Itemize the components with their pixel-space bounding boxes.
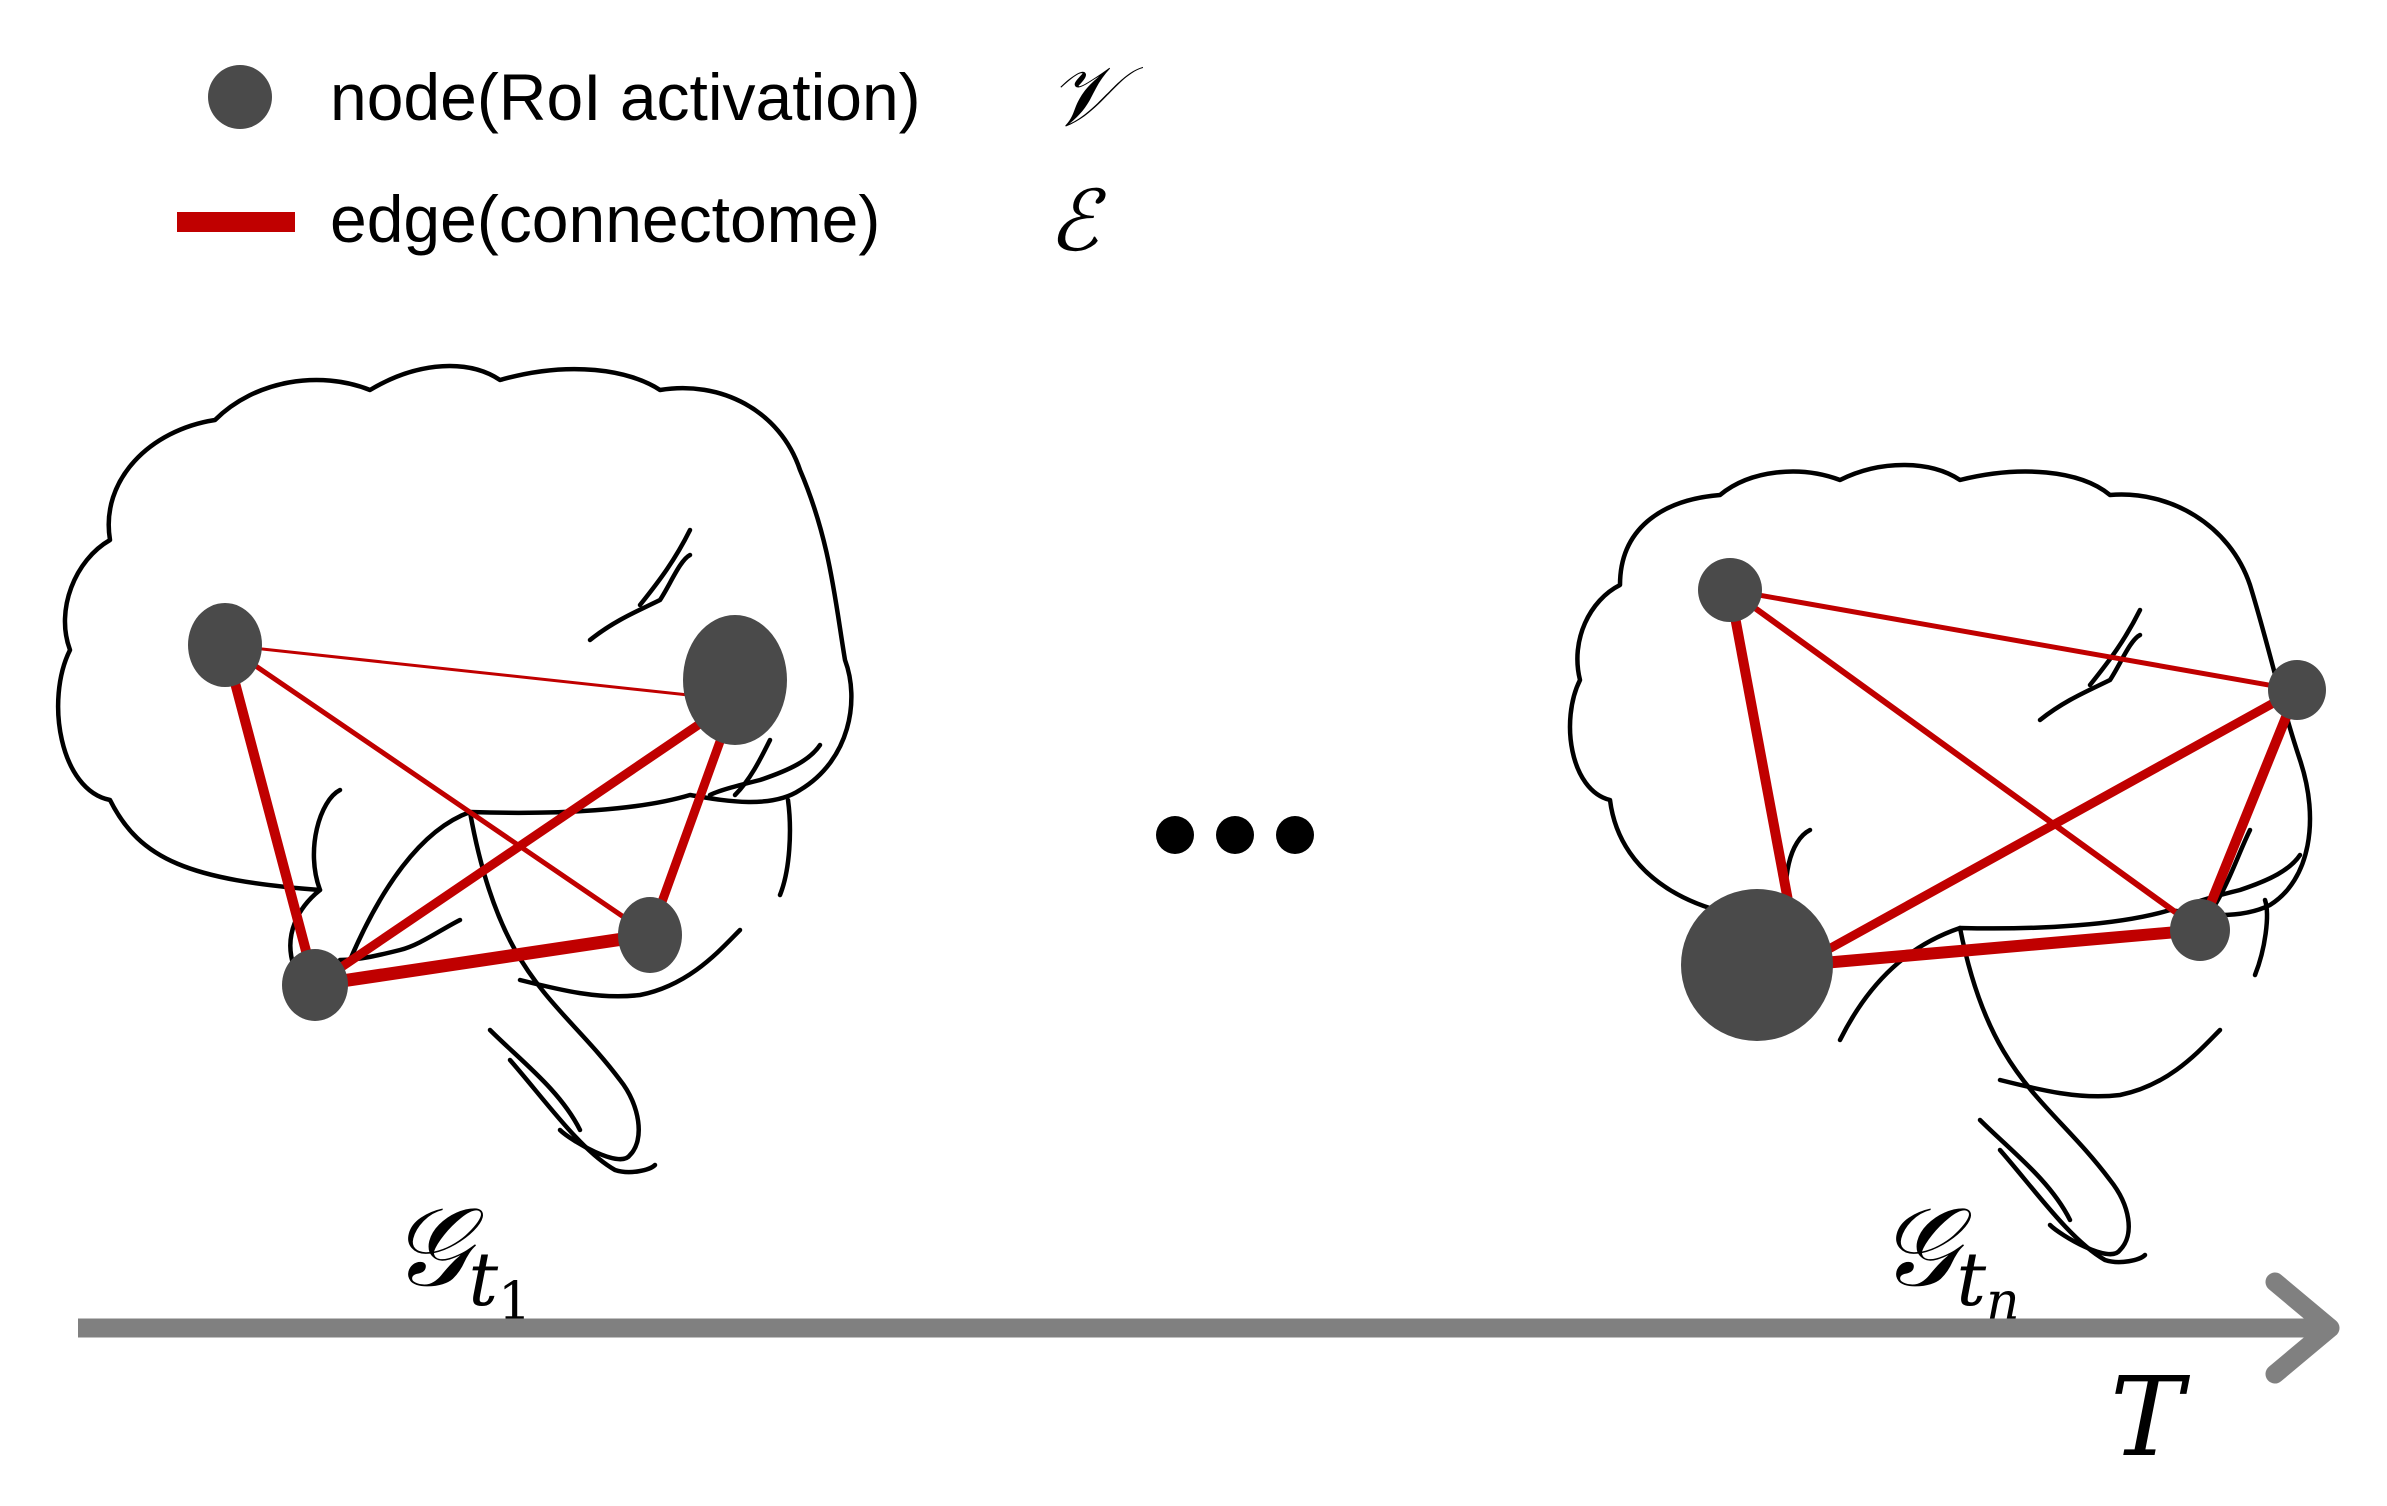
graph-label-tn: 𝒢tn <box>1878 1183 2020 1332</box>
node <box>618 897 682 973</box>
legend-edge-label: edge(connectome) <box>330 182 880 256</box>
ellipsis-dot <box>1216 816 1254 854</box>
ellipsis-dot <box>1276 816 1314 854</box>
legend: node(RoI activation) 𝒱 edge(connectome) … <box>177 47 1143 270</box>
edge <box>312 696 738 989</box>
graph-subscript: t <box>1956 1237 1986 1323</box>
svg-text:𝒢tn: 𝒢tn <box>1878 1183 2020 1332</box>
edge <box>220 643 320 987</box>
brain-outline-left <box>55 363 854 1175</box>
brain-graph-t1 <box>55 363 854 1175</box>
time-axis-label: T <box>2110 1353 2191 1481</box>
node <box>1698 558 1762 622</box>
edge <box>224 643 736 702</box>
node <box>2268 660 2326 720</box>
graph-subscript: t <box>468 1237 498 1323</box>
edge <box>223 642 652 938</box>
nodes-t1 <box>188 603 787 1021</box>
legend-node-symbol: 𝒱 <box>1048 47 1143 145</box>
edge <box>1799 924 2201 971</box>
legend-edge-icon <box>177 212 295 232</box>
legend-edge-symbol: ℰ <box>1048 172 1107 270</box>
ellipsis-dots <box>1156 816 1314 854</box>
node <box>2170 899 2230 961</box>
edge <box>1729 587 2298 693</box>
svg-text:𝒢t1: 𝒢t1 <box>390 1183 531 1332</box>
edge <box>314 928 651 992</box>
edge <box>1728 587 2202 933</box>
node <box>683 615 787 745</box>
edges-tn <box>1725 587 2302 971</box>
legend-node-icon <box>208 65 272 129</box>
brain-graph-tn <box>1567 462 2326 1265</box>
nodes-tn <box>1681 558 2326 1041</box>
node <box>282 949 348 1021</box>
edge <box>1797 686 2300 969</box>
edge <box>2195 688 2302 932</box>
legend-node-label: node(RoI activation) <box>330 60 921 134</box>
node <box>188 603 262 687</box>
time-axis-arrowhead <box>2265 1272 2340 1384</box>
ellipsis-dot <box>1156 816 1194 854</box>
node <box>1681 889 1833 1041</box>
graph-label-t1: 𝒢t1 <box>390 1183 531 1332</box>
time-axis: T <box>78 1272 2340 1481</box>
brain-outline-right <box>1567 462 2313 1265</box>
